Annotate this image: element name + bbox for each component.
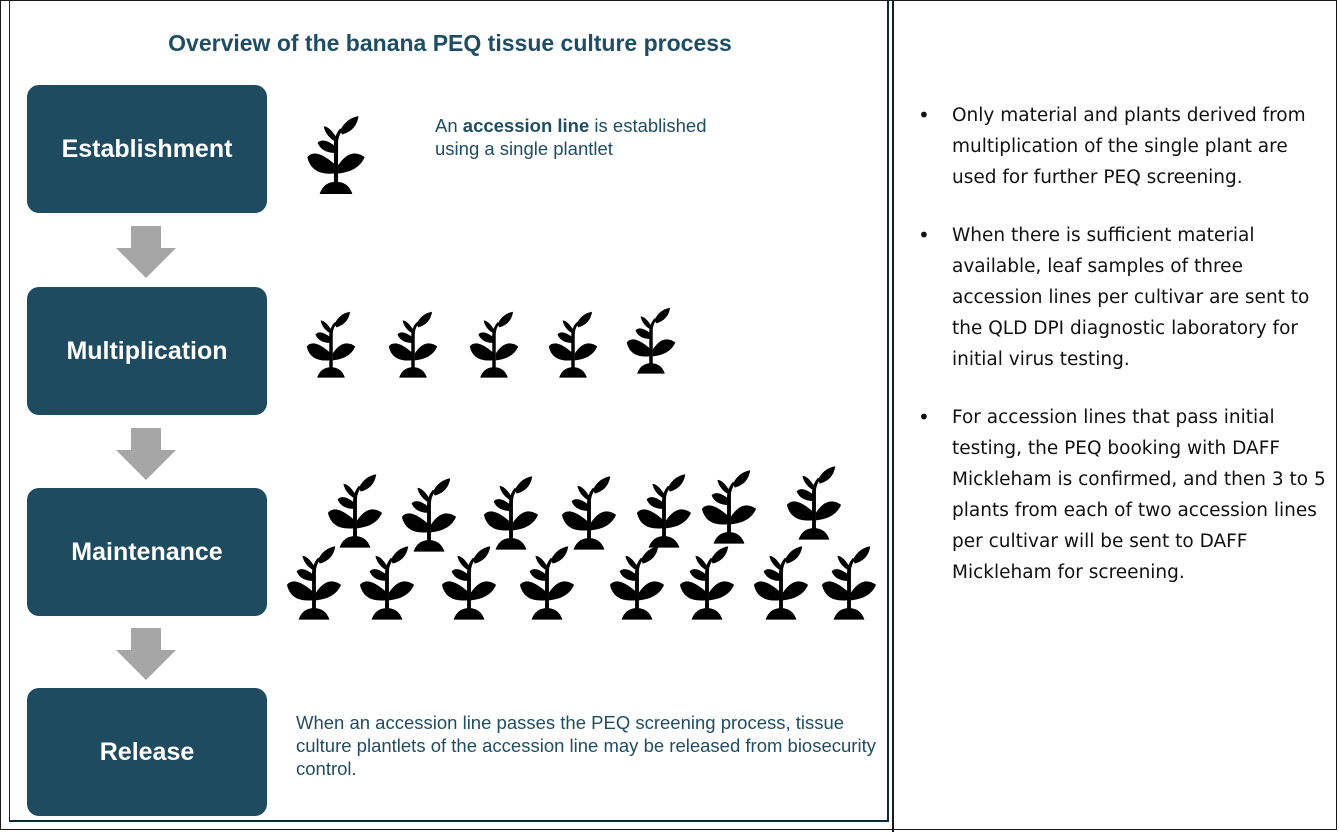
- plant-sprout-icon: [560, 470, 618, 552]
- column-divider: [892, 0, 894, 832]
- bullet-dot-icon: •: [918, 405, 930, 429]
- plant-sprout-icon: [547, 302, 599, 384]
- step-maintenance: Maintenance: [27, 488, 267, 616]
- plant-sprout-icon: [635, 468, 693, 550]
- step-release: Release: [27, 688, 267, 816]
- release-note: When an accession line passes the PEQ sc…: [296, 712, 876, 779]
- bullet-dot-icon: •: [918, 103, 930, 127]
- plant-sprout-icon: [358, 540, 416, 622]
- establishment-note: An accession line is established using a…: [435, 115, 707, 159]
- plant-sprout-icon: [305, 302, 357, 384]
- plant-sprout-icon: [608, 540, 666, 622]
- plant-sprout-icon: [785, 460, 843, 542]
- plant-sprout-icon: [440, 540, 498, 622]
- diagram-title: Overview of the banana PEQ tissue cultur…: [168, 30, 732, 56]
- plant-sprout-icon: [625, 298, 677, 380]
- plant-sprout-icon: [482, 470, 540, 552]
- bullet-dot-icon: •: [918, 223, 930, 247]
- plant-sprout-icon: [387, 302, 439, 384]
- bullet-list: •Only material and plants derived from m…: [918, 100, 1328, 615]
- plant-sprout-icon: [285, 540, 343, 622]
- step-establishment: Establishment: [27, 85, 267, 213]
- step-multiplication: Multiplication: [27, 287, 267, 415]
- diagram-panel: Overview of the banana PEQ tissue cultur…: [9, 0, 889, 822]
- plant-sprout-icon: [305, 112, 367, 194]
- plant-sprout-icon: [518, 540, 576, 622]
- plant-sprout-icon: [468, 302, 520, 384]
- plant-sprout-icon: [752, 540, 810, 622]
- list-item: •Only material and plants derived from m…: [918, 100, 1328, 193]
- plant-sprout-icon: [326, 468, 384, 550]
- plant-sprout-icon: [820, 540, 878, 622]
- plant-sprout-icon: [400, 472, 458, 554]
- list-item: •When there is sufficient material avail…: [918, 220, 1328, 375]
- plant-sprout-icon: [678, 540, 736, 622]
- down-arrow-icon: [116, 628, 176, 688]
- down-arrow-icon: [116, 428, 176, 488]
- list-item: •For accession lines that pass initial t…: [918, 402, 1328, 588]
- down-arrow-icon: [116, 226, 176, 286]
- plant-sprout-icon: [700, 464, 758, 546]
